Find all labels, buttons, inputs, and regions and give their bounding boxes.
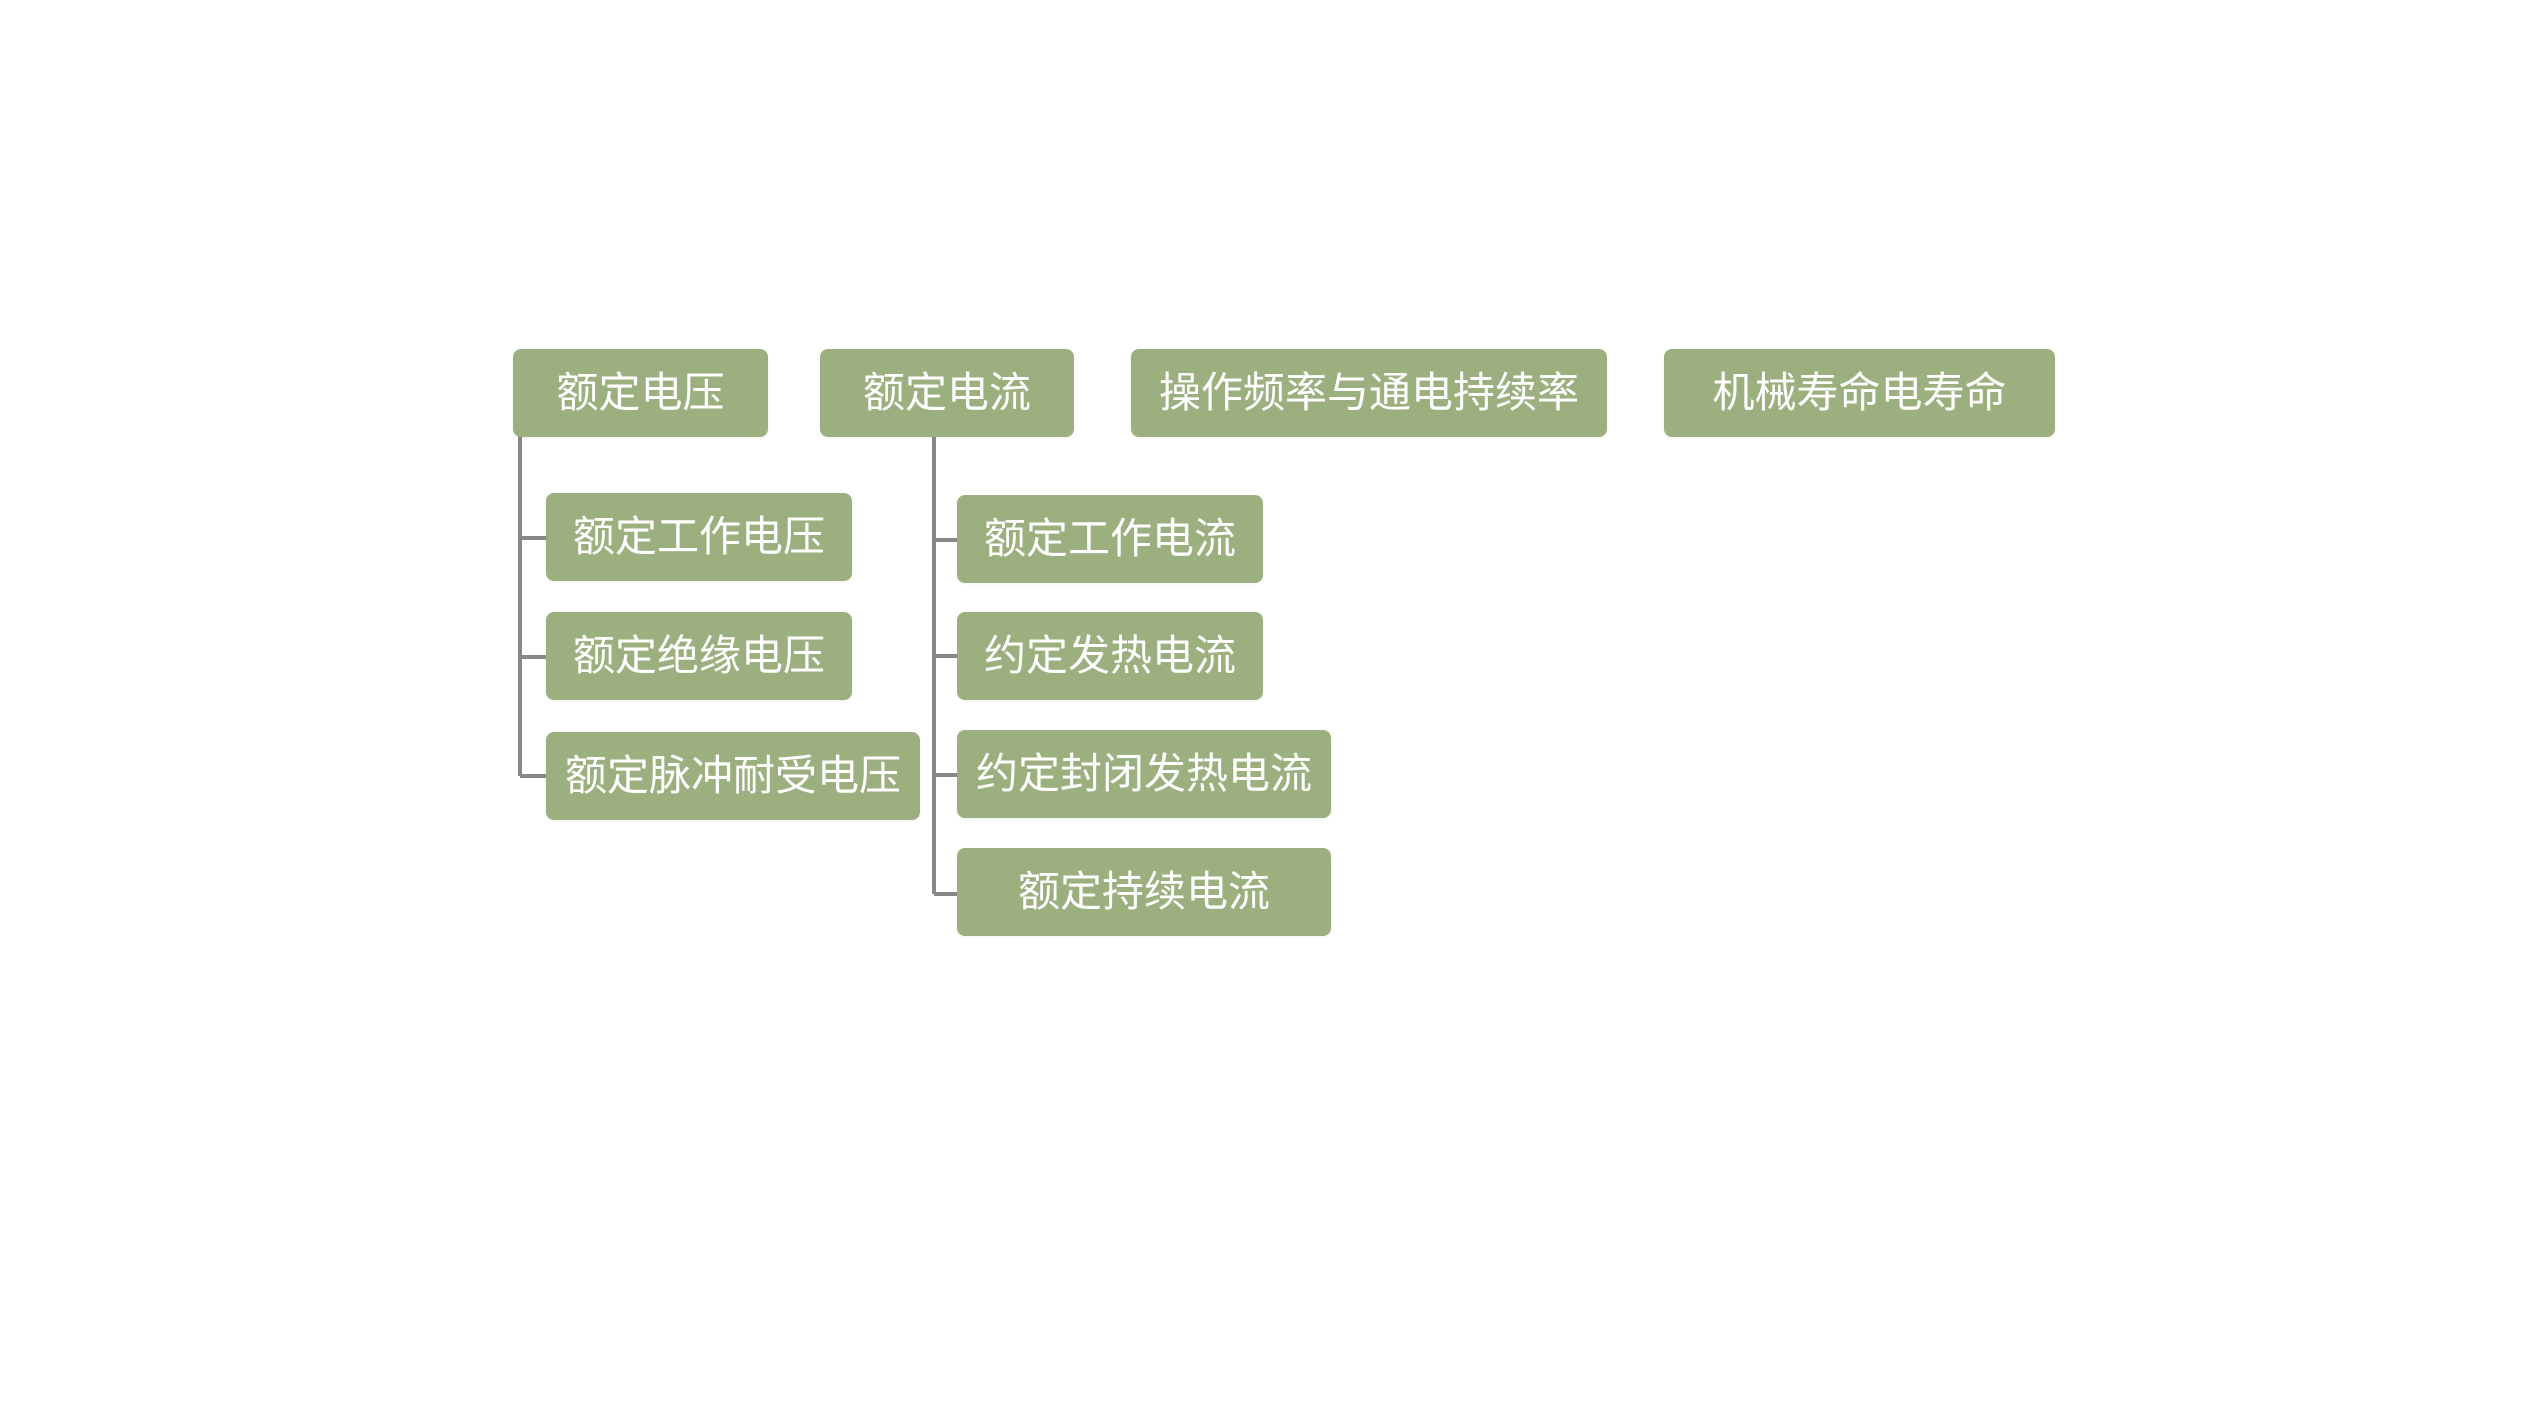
node-rated-insulation-voltage-label: 额定绝缘电压 (572, 631, 825, 680)
node-rated-insulation-voltage: 额定绝缘电压 (546, 612, 852, 700)
node-rated-voltage: 额定电压 (513, 349, 768, 437)
node-rated-impulse-withstand-voltage-label: 额定脉冲耐受电压 (564, 751, 901, 800)
node-rated-voltage-label: 额定电压 (556, 368, 725, 417)
node-rated-working-voltage: 额定工作电压 (546, 493, 852, 581)
node-rated-working-voltage-label: 额定工作电压 (572, 512, 825, 561)
node-conventional-thermal-current-label: 约定发热电流 (983, 631, 1236, 680)
node-rated-current-label: 额定电流 (862, 368, 1031, 417)
node-enclosed-thermal-current: 约定封闭发热电流 (957, 730, 1331, 818)
node-conventional-thermal-current: 约定发热电流 (957, 612, 1263, 700)
node-enclosed-thermal-current-label: 约定封闭发热电流 (975, 749, 1312, 798)
node-rated-current: 额定电流 (820, 349, 1074, 437)
node-mechanical-electrical-life: 机械寿命电寿命 (1664, 349, 2055, 437)
node-operating-frequency-label: 操作频率与通电持续率 (1158, 368, 1579, 417)
node-rated-continuous-current-label: 额定持续电流 (1017, 867, 1270, 916)
node-rated-continuous-current: 额定持续电流 (957, 848, 1331, 936)
node-rated-working-current-label: 额定工作电流 (983, 514, 1236, 563)
node-rated-working-current: 额定工作电流 (957, 495, 1263, 583)
node-mechanical-electrical-life-label: 机械寿命电寿命 (1712, 368, 2007, 417)
node-rated-impulse-withstand-voltage: 额定脉冲耐受电压 (546, 732, 920, 820)
node-operating-frequency: 操作频率与通电持续率 (1131, 349, 1607, 437)
